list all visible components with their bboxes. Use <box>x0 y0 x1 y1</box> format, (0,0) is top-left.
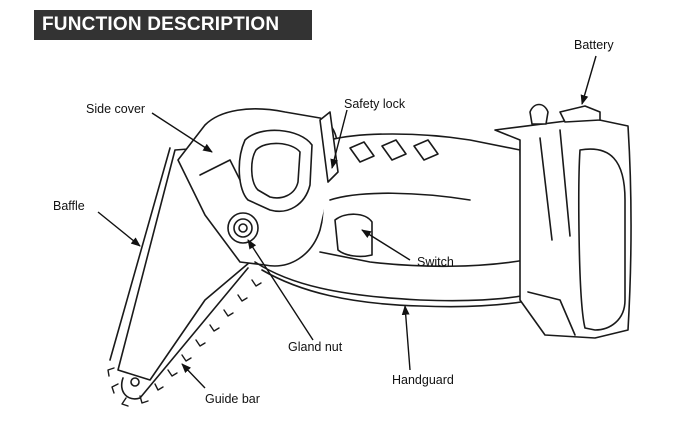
label-baffle: Baffle <box>53 199 85 213</box>
label-side-cover: Side cover <box>86 102 145 116</box>
label-guide-bar: Guide bar <box>205 392 260 406</box>
safety-lock-arrow <box>330 109 348 169</box>
baffle-arrow <box>97 211 141 247</box>
battery-arrow <box>580 55 597 105</box>
label-handguard: Handguard <box>392 373 454 387</box>
chainsaw-illustration <box>107 103 632 407</box>
guide-bar-arrow <box>181 363 206 389</box>
gland-nut-arrow <box>247 239 314 341</box>
label-switch: Switch <box>417 255 454 269</box>
label-battery: Battery <box>574 38 614 52</box>
side-cover-arrow <box>151 112 213 153</box>
handguard-arrow <box>401 305 411 371</box>
callout-arrows <box>97 55 597 389</box>
side-cover-drawing <box>177 108 339 267</box>
section-title: FUNCTION DESCRIPTION <box>34 10 312 40</box>
label-gland-nut: Gland nut <box>288 340 343 354</box>
switch-arrow <box>361 229 411 261</box>
battery-drawing <box>494 103 632 339</box>
label-safety-lock: Safety lock <box>344 97 406 111</box>
